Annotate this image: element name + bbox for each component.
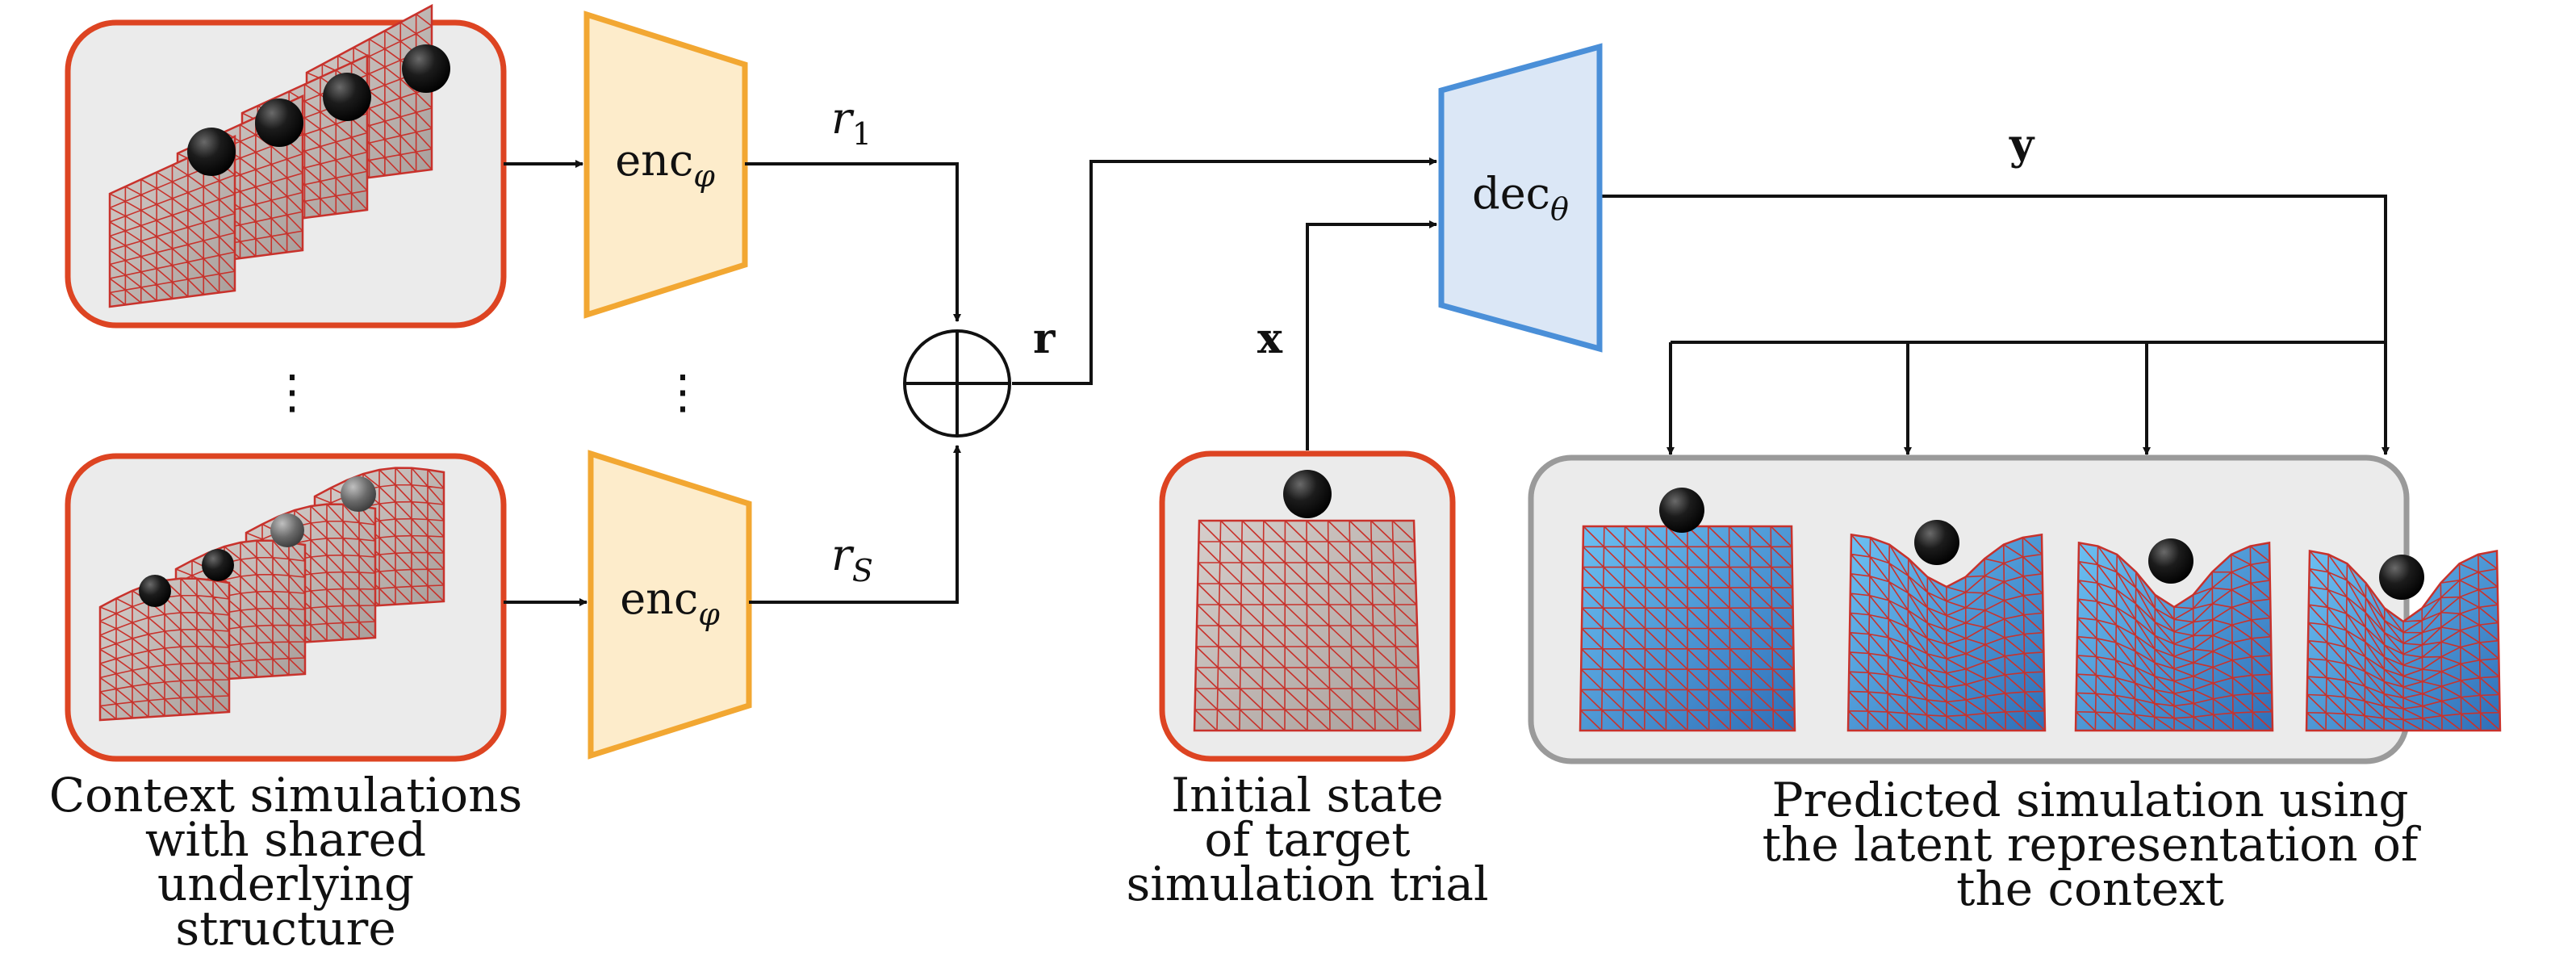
encoder-subscript: φ bbox=[698, 597, 720, 632]
ball-icon bbox=[187, 128, 236, 176]
svg-text:decθ: decθ bbox=[1472, 168, 1569, 227]
ellipsis-encoders: ⋮ bbox=[659, 364, 706, 419]
context-simulation-panel-2 bbox=[65, 453, 507, 762]
ball-icon bbox=[2379, 555, 2424, 600]
rS-subscript: S bbox=[852, 553, 873, 588]
cloth-mesh bbox=[1579, 525, 1796, 732]
encoder-label: enc bbox=[620, 573, 698, 624]
decoder-label: dec bbox=[1472, 168, 1550, 219]
y-label: y bbox=[2009, 120, 2035, 170]
r-label: r bbox=[1033, 314, 1056, 363]
ellipsis-context: ⋮ bbox=[269, 364, 316, 419]
svg-text:r1: r1 bbox=[831, 93, 872, 152]
connection-lines bbox=[504, 157, 2390, 606]
context-simulation-panel-1 bbox=[65, 3, 507, 329]
encoder-block-2: encφ bbox=[588, 450, 752, 760]
decoder-subscript: θ bbox=[1550, 191, 1569, 227]
context-2-cloth-stack bbox=[98, 467, 445, 722]
caption-context: Context simulations with shared underlyi… bbox=[48, 768, 523, 956]
aggregator-circle bbox=[903, 329, 1011, 438]
cloth-mesh bbox=[2074, 541, 2274, 732]
ball-icon bbox=[139, 575, 171, 607]
ball-icon bbox=[1914, 520, 1959, 565]
encoder-label: enc bbox=[615, 135, 693, 186]
caption-initial-state: Initial state of target simulation trial bbox=[1126, 768, 1489, 911]
ball-icon bbox=[402, 44, 450, 93]
predicted-cloth-frames bbox=[1579, 488, 2502, 732]
context-1-cloth-stack bbox=[108, 3, 450, 308]
cloth-mesh bbox=[2305, 549, 2502, 732]
x-label: x bbox=[1257, 314, 1283, 363]
ball-icon bbox=[2148, 538, 2193, 584]
ball-icon bbox=[1283, 470, 1332, 518]
caption-predicted: Predicted simulation using the latent re… bbox=[1762, 773, 2419, 916]
predicted-simulation-panel bbox=[1528, 454, 2502, 764]
rS-label: r bbox=[831, 530, 855, 580]
encoder-subscript: φ bbox=[693, 158, 715, 194]
initial-state-cloth bbox=[1193, 470, 1422, 732]
ball-icon bbox=[202, 549, 234, 581]
r1-label: r bbox=[831, 93, 855, 144]
svg-text:encφ: encφ bbox=[620, 573, 720, 632]
encoder-block-1: encφ bbox=[583, 10, 748, 319]
ball-icon bbox=[255, 98, 303, 147]
ball-icon bbox=[1659, 488, 1704, 533]
svg-text:encφ: encφ bbox=[615, 135, 715, 194]
ball-icon bbox=[341, 476, 376, 512]
svg-text:rS: rS bbox=[831, 530, 873, 588]
ball-icon bbox=[323, 73, 371, 121]
initial-state-panel bbox=[1159, 450, 1456, 762]
cloth-mesh bbox=[1846, 533, 2047, 732]
r1-subscript: 1 bbox=[852, 116, 872, 152]
cloth-mesh bbox=[1193, 519, 1422, 732]
decoder-block: decθ bbox=[1438, 43, 1603, 353]
ball-icon bbox=[270, 513, 304, 547]
cloth-mesh bbox=[98, 577, 231, 722]
